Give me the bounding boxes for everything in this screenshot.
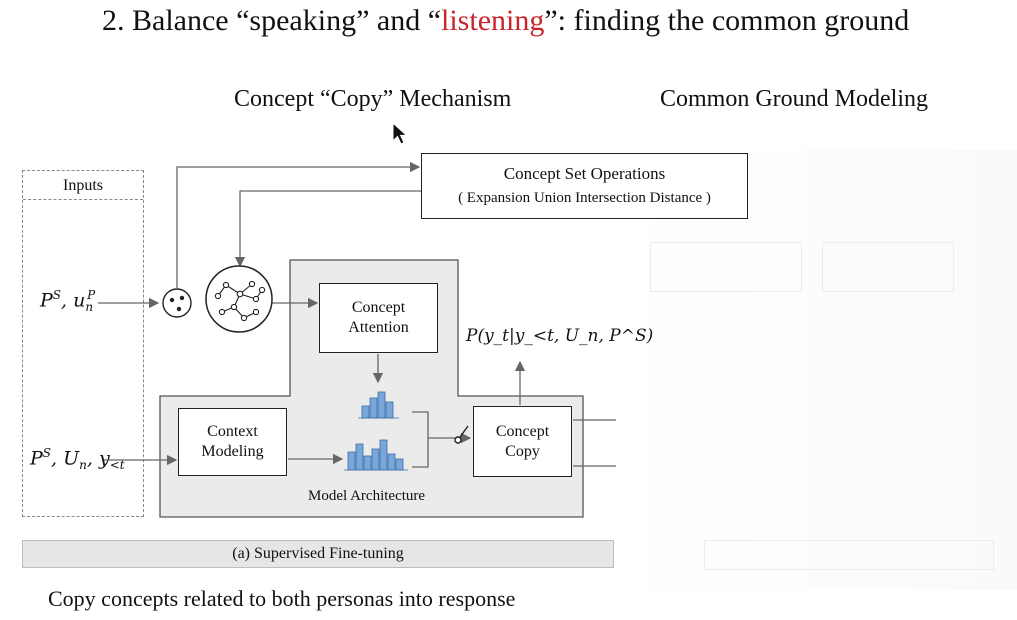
attention-histogram-icon bbox=[358, 391, 399, 419]
concept-set-operations-list: ( Expansion Union Intersection Distance … bbox=[458, 190, 711, 206]
context-histogram-icon bbox=[344, 439, 408, 471]
ghost-box-right bbox=[822, 242, 954, 292]
concept-set-operations-title: Concept Set Operations bbox=[503, 164, 666, 183]
mouse-cursor-icon bbox=[392, 122, 408, 145]
concept-attention-box: Concept Attention bbox=[319, 283, 438, 353]
slide-title: 2. Balance “speaking” and “listening”: f… bbox=[102, 4, 909, 38]
inputs-divider bbox=[23, 199, 143, 200]
faded-common-ground-panel bbox=[614, 150, 1017, 590]
model-architecture-label: Model Architecture bbox=[308, 488, 426, 504]
title-prefix: 2. Balance “speaking” and “ bbox=[102, 4, 442, 37]
concept-graph-icon bbox=[205, 265, 273, 333]
ghost-box-left bbox=[650, 242, 802, 292]
context-modeling-box: Context Modeling bbox=[178, 408, 287, 476]
supervised-fine-tuning-bar: (a) Supervised Fine-tuning bbox=[22, 540, 614, 568]
ghost-bar bbox=[704, 540, 994, 570]
inputs-label: Inputs bbox=[63, 177, 103, 194]
concept-copy-box: Concept Copy bbox=[473, 406, 572, 477]
subtitle-common-ground: Common Ground Modeling bbox=[660, 86, 928, 112]
title-highlight: listening bbox=[441, 4, 545, 37]
merge-bracket bbox=[412, 411, 429, 468]
arrow-node-to-set-ops bbox=[176, 161, 421, 288]
subtitle-concept-copy: Concept “Copy” Mechanism bbox=[234, 86, 512, 112]
slide-caption: Copy concepts related to both personas i… bbox=[48, 586, 516, 611]
concept-node-icon bbox=[162, 288, 192, 318]
title-suffix: ”: finding the common ground bbox=[544, 4, 910, 37]
switch-icon bbox=[454, 425, 469, 444]
input-persona-context: PS, Un, y<t bbox=[30, 446, 125, 473]
input-persona-utterance: PS, unP bbox=[40, 288, 96, 315]
inputs-panel: Inputs bbox=[22, 170, 144, 517]
concept-set-operations-box: Concept Set Operations ( Expansion Union… bbox=[421, 153, 748, 219]
arrow-set-ops-to-graph bbox=[234, 190, 421, 268]
output-probability-formula: P(y_t|y_<t, U_n, P^S) bbox=[466, 326, 654, 346]
